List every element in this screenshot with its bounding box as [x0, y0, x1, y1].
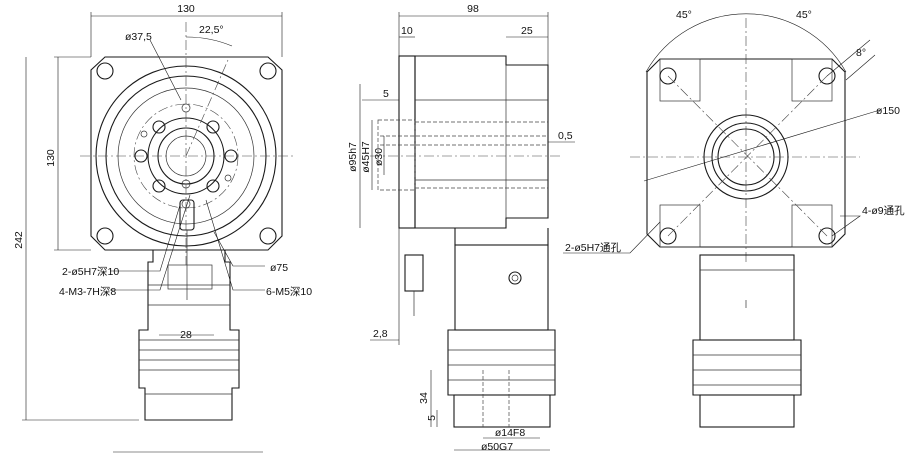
rear-through-holes: 4-ø9通孔: [862, 204, 905, 217]
side-step-dim: 5: [383, 88, 389, 100]
side-hub-len-dim: 25: [521, 25, 533, 37]
side-shaft-dia-dim: ø14F8: [495, 427, 526, 439]
side-bore-dia-dim: ø45H7: [360, 141, 372, 173]
front-angle-dim: 22,5°: [199, 24, 224, 36]
side-view-labels: 98 10 25 5 0,5 ø95h7 ø45H7 ø30 2,8 34 5 …: [347, 3, 573, 453]
front-view: [22, 12, 295, 453]
front-view-labels: 130 22,5° ø37,5 130 242 ø75 2-ø5H7深10 4-…: [13, 3, 312, 341]
side-inner-dia-dim: ø30: [373, 148, 385, 166]
front-flange-dim: ø75: [270, 262, 288, 274]
side-pilot-dia-dim: ø95h7: [347, 142, 359, 172]
front-height-dim: 130: [45, 149, 57, 167]
side-tab-dim: 2,8: [373, 328, 388, 340]
callout-bolt-holes: 6-M5深10: [266, 286, 312, 298]
side-gap-dim: 0,5: [558, 130, 573, 142]
rear-view-labels: 45° 45° 8° ø150 4-ø9通孔 2-ø5H7通孔: [565, 9, 905, 254]
rear-angle-small: 8°: [856, 47, 866, 59]
side-flange-thk-dim: 10: [401, 25, 413, 37]
side-motor-len-dim: 34: [418, 392, 430, 404]
rear-pcd-dim: ø150: [876, 105, 900, 117]
rear-angle-left: 45°: [676, 9, 692, 21]
side-spigot-dia-dim: ø50G7: [481, 441, 513, 453]
side-view: [359, 12, 575, 451]
front-shaft-dim: 28: [180, 329, 192, 341]
side-motor-step-dim: 5: [426, 415, 438, 421]
callout-pin-holes: 2-ø5H7深10: [62, 266, 119, 278]
side-length-dim: 98: [467, 3, 479, 15]
front-bolt-circle-dim: ø37,5: [125, 31, 152, 43]
front-width-dim: 130: [177, 3, 195, 15]
rear-angle-right: 45°: [796, 9, 812, 21]
rear-pin-holes: 2-ø5H7通孔: [565, 241, 622, 254]
callout-threaded-holes: 4-M3-7H深8: [59, 286, 116, 298]
front-overall-height-dim: 242: [13, 231, 25, 249]
rear-view: [563, 13, 881, 428]
